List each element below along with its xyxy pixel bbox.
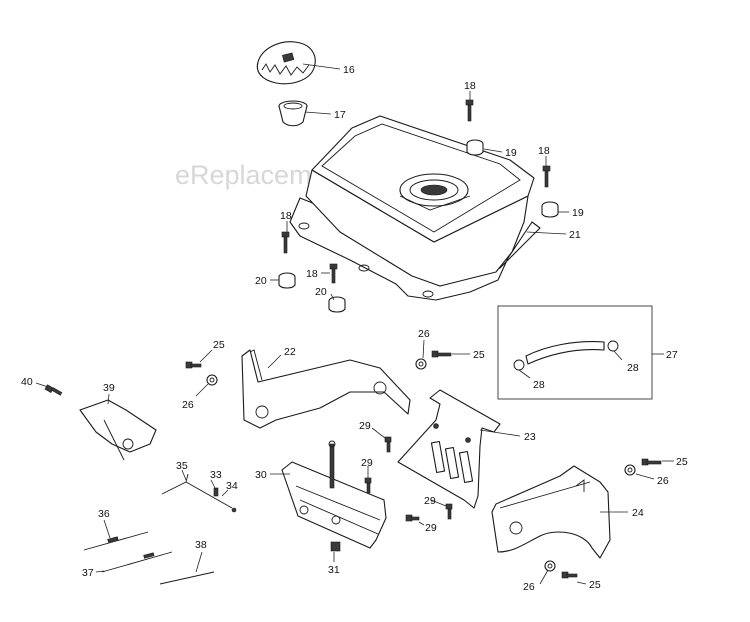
cable-38[interactable]: [159, 571, 215, 585]
screw-29-b[interactable]: [364, 477, 372, 494]
grommet-19-right[interactable]: [541, 201, 559, 218]
fuel-cap-part[interactable]: [256, 41, 316, 85]
callout-35: 35: [176, 460, 188, 472]
callout-34: 34: [226, 480, 238, 492]
callout-25: 25: [473, 349, 485, 361]
callout-29: 29: [424, 495, 436, 507]
side-panel-part[interactable]: [491, 465, 611, 559]
callout-19: 19: [572, 207, 584, 219]
callout-25: 25: [676, 456, 688, 468]
bolt-18-top[interactable]: [465, 99, 474, 122]
callout-39: 39: [103, 382, 115, 394]
grommet-20-left[interactable]: [278, 272, 296, 289]
callout-25: 25: [589, 579, 601, 591]
linkage-rod-part[interactable]: [161, 473, 237, 513]
callout-23: 23: [524, 431, 536, 443]
leader-lines: [35, 63, 674, 585]
screw-29-c[interactable]: [445, 503, 453, 520]
bolt-18-center[interactable]: [329, 263, 338, 284]
callout-29: 29: [359, 420, 371, 432]
bolt-25-d[interactable]: [561, 571, 578, 579]
callout-38: 38: [195, 539, 207, 551]
callout-26: 26: [657, 475, 669, 487]
callout-27: 27: [666, 349, 678, 361]
callout-20: 20: [255, 275, 267, 287]
callout-28: 28: [533, 379, 545, 391]
callout-40: 40: [21, 376, 33, 388]
callout-19: 19: [505, 147, 517, 159]
callout-24: 24: [632, 507, 644, 519]
callout-20: 20: [315, 286, 327, 298]
cable-37[interactable]: [101, 551, 173, 573]
callout-28: 28: [627, 362, 639, 374]
grommet-20-center[interactable]: [328, 296, 346, 313]
callout-31: 31: [328, 564, 340, 576]
screw-40[interactable]: [44, 384, 63, 396]
bottom-plate-part[interactable]: [281, 440, 387, 549]
bolt-18-right[interactable]: [542, 165, 551, 188]
tank-bracket-part[interactable]: [241, 349, 411, 429]
callout-22: 22: [284, 346, 296, 358]
callout-30: 30: [255, 469, 267, 481]
screw-29-d[interactable]: [405, 514, 420, 522]
bolt-25-a[interactable]: [185, 361, 202, 369]
choke-bracket-part[interactable]: [79, 399, 157, 461]
cable-36[interactable]: [83, 531, 149, 551]
fuel-tank-part[interactable]: [289, 115, 541, 301]
bolt-25-b[interactable]: [431, 350, 452, 358]
washer-26-d[interactable]: [544, 560, 556, 572]
callout-21: 21: [569, 229, 581, 241]
callout-33: 33: [210, 469, 222, 481]
callout-18: 18: [464, 80, 476, 92]
callout-25: 25: [213, 339, 225, 351]
nut-31[interactable]: [330, 541, 341, 552]
callout-29: 29: [361, 457, 373, 469]
callout-29: 29: [425, 522, 437, 534]
screw-29-a[interactable]: [384, 436, 392, 453]
washer-26-b[interactable]: [415, 358, 427, 370]
bolt-25-c[interactable]: [641, 458, 662, 466]
callout-16: 16: [343, 64, 355, 76]
callout-labels: 16 17 18 18 18 18 19 19 20 20 21 22 23 2…: [21, 64, 688, 593]
upper-bracket-part[interactable]: [397, 389, 501, 509]
callout-18: 18: [280, 210, 292, 222]
callout-17: 17: [334, 109, 346, 121]
callout-37: 37: [82, 567, 94, 579]
callout-26: 26: [418, 328, 430, 340]
bolt-18-left[interactable]: [281, 231, 290, 254]
callout-18: 18: [538, 145, 550, 157]
callout-18: 18: [306, 268, 318, 280]
washer-26-a[interactable]: [206, 374, 218, 386]
fuel-strainer-part[interactable]: [278, 100, 308, 127]
washer-26-c[interactable]: [624, 464, 636, 476]
grommet-19-top[interactable]: [466, 139, 484, 156]
fuel-line-kit-part[interactable]: [497, 305, 653, 400]
callout-26: 26: [182, 399, 194, 411]
callout-36: 36: [98, 508, 110, 520]
callout-26: 26: [523, 581, 535, 593]
